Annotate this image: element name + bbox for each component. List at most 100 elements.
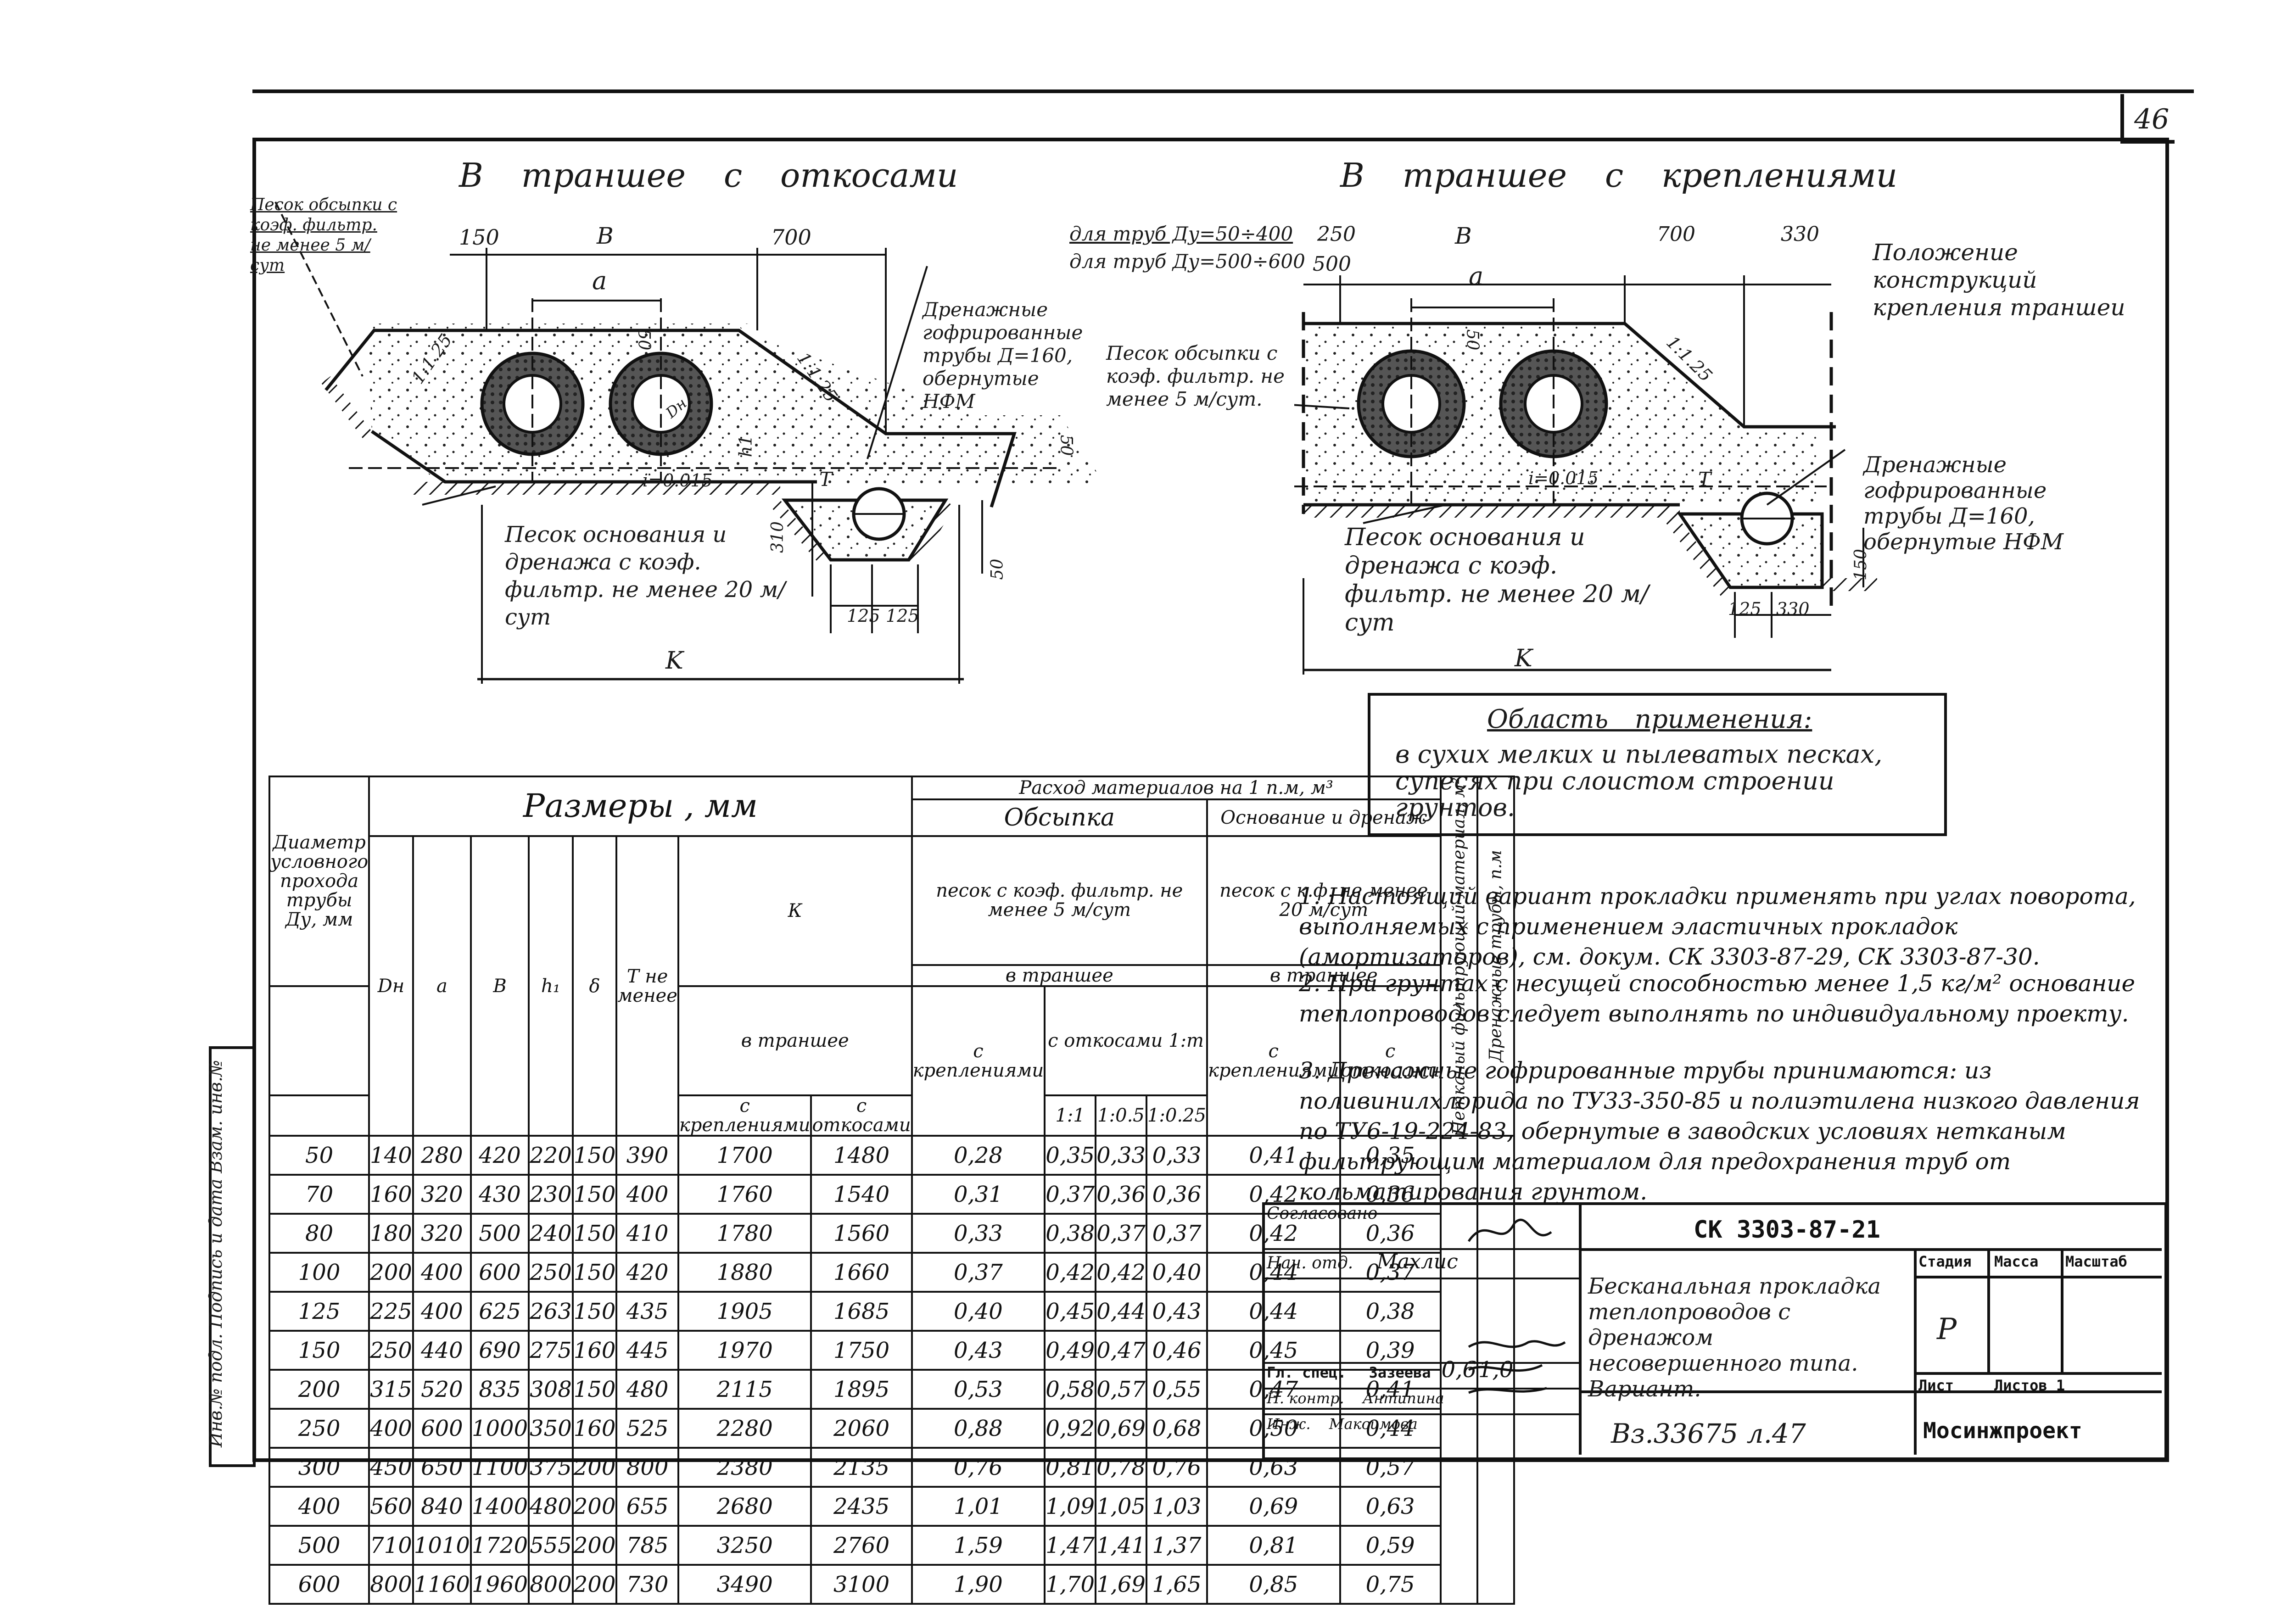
- table-cell: 710: [368, 1525, 414, 1566]
- left-base-sand-label: Песок основания и дренажа с коэф. фильтр…: [505, 522, 786, 630]
- role-person: Махлис: [1376, 1250, 1458, 1273]
- table-cell: 3100: [810, 1564, 913, 1605]
- mass-header: Масса: [1994, 1253, 2039, 1270]
- role-name: Инж.: [1267, 1415, 1311, 1433]
- role-row: Гл. спец. Зазеева: [1262, 1364, 1579, 1390]
- table-cell: 400: [412, 1252, 472, 1293]
- right-K: K: [1515, 645, 1532, 672]
- table-cell: 525: [615, 1408, 679, 1449]
- table-cell: 0,47: [1095, 1330, 1147, 1371]
- side-strip-text: Инв.№ подл. Подпись и дата Взам. инв.№: [206, 1060, 226, 1447]
- left-d150: 150: [459, 225, 499, 250]
- application-area-box: [1368, 693, 1947, 836]
- title-block-code-row: [1579, 1248, 2162, 1251]
- role-name: Н. контр.: [1267, 1390, 1344, 1407]
- table-cell: 50: [268, 1135, 370, 1176]
- table-cell: 1905: [677, 1291, 812, 1332]
- table-cell: 0,78: [1095, 1447, 1147, 1488]
- table-cell: 1700: [677, 1135, 812, 1176]
- left-drain-label: Дренажные гофрированные трубы Д=160, обе…: [923, 298, 1083, 413]
- table-cell: 150: [571, 1213, 618, 1254]
- title-block-title-row: [1579, 1390, 2162, 1393]
- left-B: B: [597, 223, 614, 249]
- left-d125b: 125: [886, 606, 919, 626]
- table-cell: 0,35: [1044, 1135, 1097, 1176]
- table-cell: 2060: [810, 1408, 913, 1449]
- table-cell: 1760: [677, 1174, 812, 1215]
- table-cell: 125: [268, 1291, 370, 1332]
- table-cell: 0,42: [1095, 1252, 1147, 1293]
- application-area-text: в сухих мелких и пылеватых песках, супес…: [1395, 740, 1883, 822]
- stage-header: Стадия: [1918, 1253, 1972, 1270]
- sheet-label: Лист: [1918, 1377, 1954, 1394]
- table-cell: 840: [412, 1486, 472, 1527]
- stage-col-2: [2061, 1248, 2063, 1372]
- right-d500: 500: [1313, 252, 1351, 276]
- col-header-with-supports-2: с креплениями: [911, 985, 1046, 1137]
- table-cell: 1,03: [1145, 1486, 1208, 1527]
- table-cell: 0,81: [1044, 1447, 1097, 1488]
- table-cell: 1560: [810, 1213, 913, 1254]
- table-cell: 690: [470, 1330, 530, 1371]
- table-cell: 0,43: [1145, 1291, 1208, 1332]
- table-cell: 1,01: [911, 1486, 1046, 1527]
- table-cell: 1895: [810, 1369, 913, 1410]
- right-base-sand-label: Песок основания и дренажа с коэф. фильтр…: [1345, 524, 1649, 636]
- table-cell: 0,31: [911, 1174, 1046, 1215]
- left-slope-i: i=0.015: [643, 470, 713, 491]
- table-cell: 150: [571, 1252, 618, 1293]
- table-cell: 220: [528, 1135, 574, 1176]
- table-cell: 320: [412, 1174, 472, 1215]
- table-cell: 1540: [810, 1174, 913, 1215]
- table-cell: 450: [368, 1447, 414, 1488]
- table-cell: 1,05: [1095, 1486, 1147, 1527]
- left-d50b: 50: [1057, 435, 1076, 456]
- table-cell: 0,40: [911, 1291, 1046, 1332]
- table-cell: 440: [412, 1330, 472, 1371]
- table-cell: 160: [571, 1330, 618, 1371]
- table-cell: 2380: [677, 1447, 812, 1488]
- stage-grid: [1914, 1276, 2162, 1278]
- left-trench-drawing: [274, 201, 1106, 684]
- table-cell: 0,53: [911, 1369, 1046, 1410]
- table-cell: 0,41: [1206, 1135, 1341, 1176]
- table-cell: 435: [615, 1291, 679, 1332]
- table-cell: 655: [615, 1486, 679, 1527]
- table-cell: 0,37: [1145, 1213, 1208, 1254]
- table-cell: 0,68: [1145, 1408, 1208, 1449]
- table-cell: 400: [368, 1408, 414, 1449]
- table-cell: 1,47: [1044, 1525, 1097, 1566]
- table-cell: 0,81: [1206, 1525, 1341, 1566]
- role-row: Нач. отд. Махлис: [1262, 1250, 1579, 1279]
- table-cell: 0,36: [1339, 1213, 1442, 1254]
- table-cell: 1480: [810, 1135, 913, 1176]
- table-cell: 2760: [810, 1525, 913, 1566]
- table-cell: 400: [412, 1291, 472, 1332]
- table-cell: 375: [528, 1447, 574, 1488]
- right-trench-drawing: [1294, 275, 1877, 675]
- table-cell: 835: [470, 1369, 530, 1410]
- table-cell-nfm: 0,6: [1439, 1135, 1479, 1605]
- table-cell: 225: [368, 1291, 414, 1332]
- table-cell: 2680: [677, 1486, 812, 1527]
- table-cell: 100: [268, 1252, 370, 1293]
- table-cell: 70: [268, 1174, 370, 1215]
- table-cell: 140: [368, 1135, 414, 1176]
- right-d700: 700: [1657, 223, 1695, 246]
- table-cell: 0,33: [911, 1213, 1046, 1254]
- table-cell: 0,37: [911, 1252, 1046, 1293]
- right-sand-fill-label: Песок обсыпки с коэф. фильтр. не менее 5…: [1106, 342, 1285, 410]
- right-d330: 330: [1781, 223, 1819, 246]
- role-name: Согласовано: [1267, 1204, 1378, 1223]
- table-cell: 0,36: [1095, 1174, 1147, 1215]
- table-cell: 0,76: [1145, 1447, 1208, 1488]
- col-header-slope-1-1: 1:1: [1044, 1094, 1097, 1137]
- table-cell: 420: [615, 1252, 679, 1293]
- table-cell: 350: [528, 1408, 574, 1449]
- col-header-sizes: Размеры , мм: [368, 776, 913, 837]
- table-cell: 0,28: [911, 1135, 1046, 1176]
